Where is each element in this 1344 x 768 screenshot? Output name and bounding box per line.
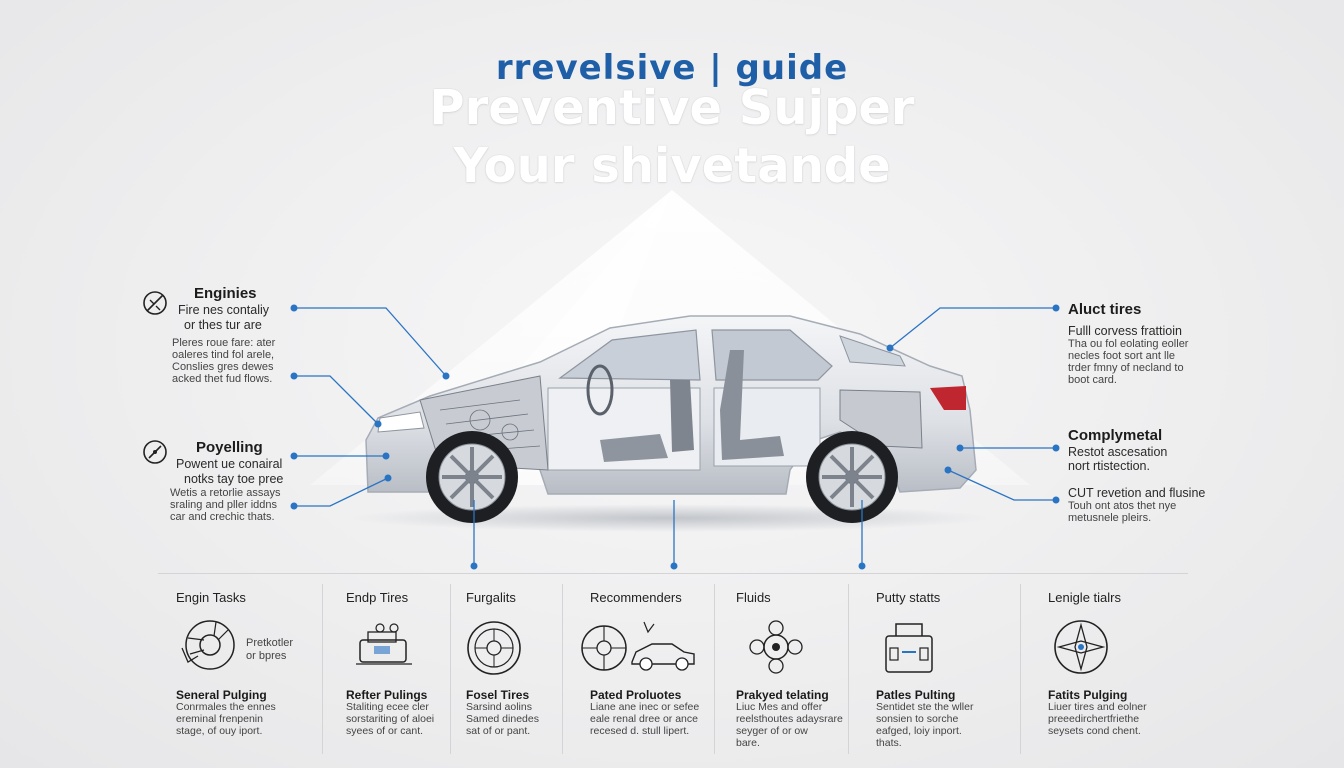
wrench-slash-icon xyxy=(143,291,167,315)
callout-engines-body-1: Pleres roue fare: ater xyxy=(172,337,276,349)
tire-icon xyxy=(467,621,521,675)
section-3-body-3: sat of or pant. xyxy=(466,725,531,737)
title-line-2: Your shivetande xyxy=(453,138,891,194)
callout-tires-body-4: boot card. xyxy=(1068,374,1117,386)
callout-tires-heading: Aluct tires xyxy=(1068,301,1142,318)
section-6-body-3: eafged, loiy inport. xyxy=(876,725,962,737)
section-1-icon-caption-2: or bpres xyxy=(246,650,287,662)
compass-icon xyxy=(1054,620,1108,674)
callout-propelling-sub-2: notks tay toe pree xyxy=(184,472,284,486)
section-7-body-3: seysets cond chent. xyxy=(1048,725,1141,737)
section-3-subtitle: Fosel Tires xyxy=(466,688,530,702)
callout-propelling-body-2: sraling and pller iddns xyxy=(170,499,278,511)
section-4-body-3: recesed d. stull lipert. xyxy=(590,725,690,737)
section-divider xyxy=(1020,584,1021,754)
gauge-icon xyxy=(143,440,167,464)
section-4-title: Recommenders xyxy=(590,590,682,605)
front-wheel xyxy=(426,431,518,523)
section-3-body-1: Sarsind aolins xyxy=(466,701,532,713)
section-5-body-1: Liuc Mes and offer xyxy=(736,701,823,713)
section-5-body-4: bare. xyxy=(736,737,760,749)
section-6-body-1: Sentidet ste the wller xyxy=(876,701,974,713)
callout-engines-body-4: acked thet fud flows. xyxy=(172,373,273,385)
section-divider xyxy=(848,584,849,754)
section-5-body-2: reelsthoutes adaysrare xyxy=(736,713,843,725)
leader-lines xyxy=(294,307,1056,566)
callout-complemental-heading: Complymetal xyxy=(1068,427,1163,444)
callout-engines-sub-1: Fire nes contaliy xyxy=(178,303,270,317)
brake-disc-icon xyxy=(181,620,235,670)
callout-engines-body-3: Conslies gres dewes xyxy=(172,361,274,373)
bottom-band-rule xyxy=(158,573,1188,574)
section-2-title: Endp Tires xyxy=(346,590,409,605)
section-5-title: Fluids xyxy=(736,590,771,605)
car-illustration xyxy=(290,190,1060,570)
callout-cut-body-2: metusnele pleirs. xyxy=(1068,512,1152,524)
callout-tires-body-3: trder fmny of necland to xyxy=(1068,362,1184,374)
section-divider xyxy=(562,584,563,754)
section-2-body-3: syees of or cant. xyxy=(346,725,424,737)
section-1-title: Engin Tasks xyxy=(176,590,246,605)
section-3-title: Furgalits xyxy=(466,590,516,605)
section-divider xyxy=(714,584,715,754)
section-4-body-1: Liane ane inec or sefee xyxy=(590,701,700,713)
section-3-body-2: Samed dinedes xyxy=(466,713,539,725)
callout-cut-body-1: Touh ont atos thet nye xyxy=(1068,500,1177,512)
callout-engines-sub-2: or thes tur are xyxy=(184,318,262,332)
section-7-title: Lenigle tialrs xyxy=(1048,590,1121,605)
title-line-1: Preventive Sujper xyxy=(429,80,915,136)
wheel-car-icon xyxy=(581,621,695,671)
section-2-body-2: sorstariting of aloei xyxy=(346,713,435,725)
section-6-body-2: sonsien to sorche xyxy=(876,713,959,725)
section-7-body-1: Liuer tires and eolner xyxy=(1048,701,1147,713)
callout-engines-heading: Enginies xyxy=(194,285,257,302)
section-5-body-3: seyger of or ow xyxy=(736,725,808,737)
header-eyebrow: rrevelsive | guide xyxy=(495,48,849,88)
fluid-filter-icon xyxy=(749,620,803,674)
section-divider xyxy=(322,584,323,754)
callout-propelling-heading: Poyelling xyxy=(196,439,263,456)
callout-engines-body-2: oaleres tind fol arele, xyxy=(172,349,275,361)
rear-wheel xyxy=(806,431,898,523)
callout-tires-body-1: Tha ou fol eolating eoller xyxy=(1068,338,1189,350)
section-5-subtitle: Prakyed telating xyxy=(736,688,829,702)
section-6-subtitle: Patles Pulting xyxy=(876,688,956,702)
section-2-subtitle: Refter Pulings xyxy=(346,688,428,702)
section-1-icon-caption-1: Pretkotler xyxy=(246,637,294,649)
section-6-title: Putty statts xyxy=(876,590,941,605)
battery-icon xyxy=(885,623,933,673)
callout-complemental-sub-2: nort rtistection. xyxy=(1068,459,1150,473)
section-divider xyxy=(450,584,451,754)
section-7-body-2: preeedirchertfriethe xyxy=(1048,713,1140,725)
section-4-subtitle: Pated Proluotes xyxy=(590,688,682,702)
section-4-body-2: eale renal dree or ance xyxy=(590,713,698,725)
section-1-body-3: stage, of ouy iport. xyxy=(176,725,263,737)
section-6-body-4: thats. xyxy=(876,737,902,749)
engine-motor-icon xyxy=(356,623,412,665)
section-7-subtitle: Fatits Pulging xyxy=(1048,688,1128,702)
callout-tires-body-2: necles foot sort ant lle xyxy=(1068,350,1176,362)
section-1-body-2: ereminal frenpenin xyxy=(176,713,263,725)
section-1-subtitle: Seneral Pulging xyxy=(176,688,267,702)
callout-tires-sub-1: Fulll corvess frattioin xyxy=(1068,324,1182,338)
callout-propelling-sub-1: Powent ue conairal xyxy=(176,457,283,471)
callout-propelling-body-3: car and crechic thats. xyxy=(170,511,275,523)
section-1-body-1: Conrmales the ennes xyxy=(176,701,276,713)
callout-propelling-body-1: Wetis a retorlie assays xyxy=(170,487,281,499)
section-2-body-1: Staliting ecee cler xyxy=(346,701,429,713)
callout-complemental-sub-1: Restot ascesation xyxy=(1068,445,1168,459)
callout-cut-sub-1: CUT revetion and flusine xyxy=(1068,486,1206,500)
